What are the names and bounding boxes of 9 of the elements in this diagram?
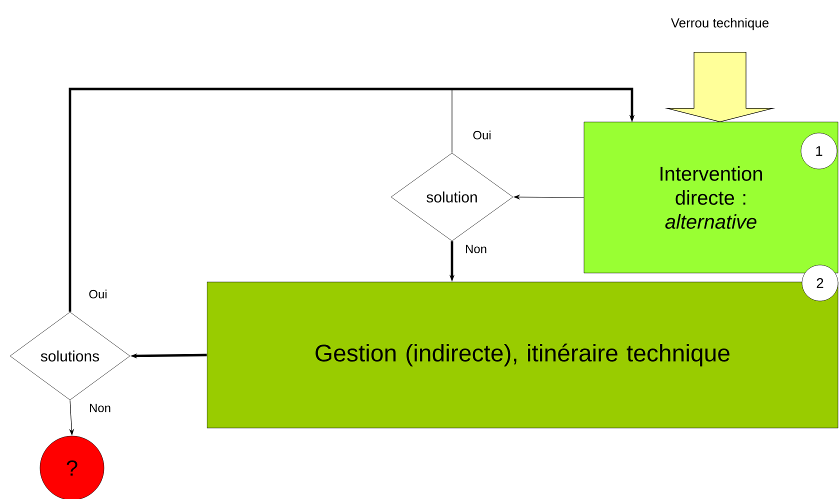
heading-text: Verrou technique [670, 18, 769, 30]
arrow [68, 88, 635, 312]
edge-label: Non [464, 244, 488, 254]
number-badge: 2 [802, 264, 838, 302]
number-badge: 1 [800, 132, 838, 170]
edge-label: Oui [472, 130, 492, 140]
block-arrow [664, 52, 776, 122]
edge-label: Non [88, 402, 112, 414]
edge-label: Oui [88, 288, 108, 300]
